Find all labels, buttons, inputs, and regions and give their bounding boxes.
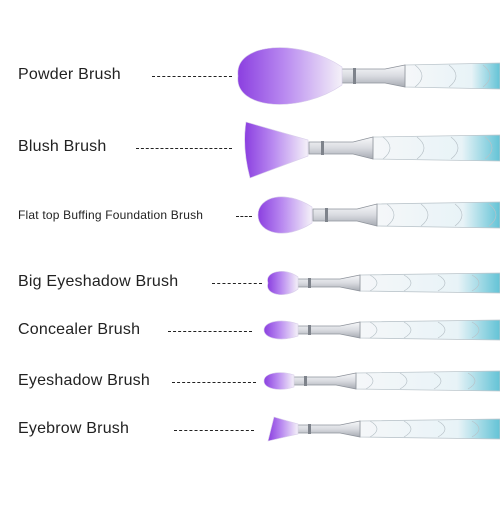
leader-line <box>236 216 252 217</box>
brush-ferrule <box>308 136 374 160</box>
brush-3 <box>257 196 500 234</box>
brush-5 <box>263 319 500 341</box>
brush-handle <box>355 370 500 392</box>
brush-handle <box>404 62 500 90</box>
brush-ferrule <box>295 321 361 339</box>
brush-4 <box>267 271 500 295</box>
brush-label: Big Eyeshadow Brush <box>18 273 179 290</box>
brush-ferrule <box>312 203 378 227</box>
brush-label: Flat top Buffing Foundation Brush <box>18 208 204 222</box>
brush-1 <box>237 47 500 105</box>
brush-bristles <box>237 47 343 105</box>
brush-ferrule <box>295 274 361 292</box>
leader-line <box>152 76 232 77</box>
brush-7 <box>267 416 500 442</box>
leader-line <box>212 283 262 284</box>
brush-6 <box>263 370 500 392</box>
brush-label: Concealer Brush <box>18 321 141 338</box>
brush-bristles <box>263 320 299 340</box>
leader-line <box>172 382 256 383</box>
brush-handle <box>376 201 500 229</box>
brush-2 <box>244 121 500 179</box>
leader-line <box>168 331 252 332</box>
brush-bristles <box>263 372 295 390</box>
brush-bristles <box>244 121 309 179</box>
brush-ferrule <box>291 372 357 390</box>
leader-line <box>136 148 232 149</box>
brush-ferrule <box>340 64 406 88</box>
brush-bristles <box>257 196 313 234</box>
brush-bristles <box>267 271 299 295</box>
brush-handle <box>372 134 500 162</box>
brush-label: Eyebrow Brush <box>18 420 130 437</box>
brush-label: Eyeshadow Brush <box>18 372 150 389</box>
brush-bristles <box>267 416 299 442</box>
brush-label: Blush Brush <box>18 138 107 155</box>
leader-line <box>174 430 254 431</box>
brush-ferrule <box>295 420 361 438</box>
brush-label: Powder Brush <box>18 66 121 83</box>
